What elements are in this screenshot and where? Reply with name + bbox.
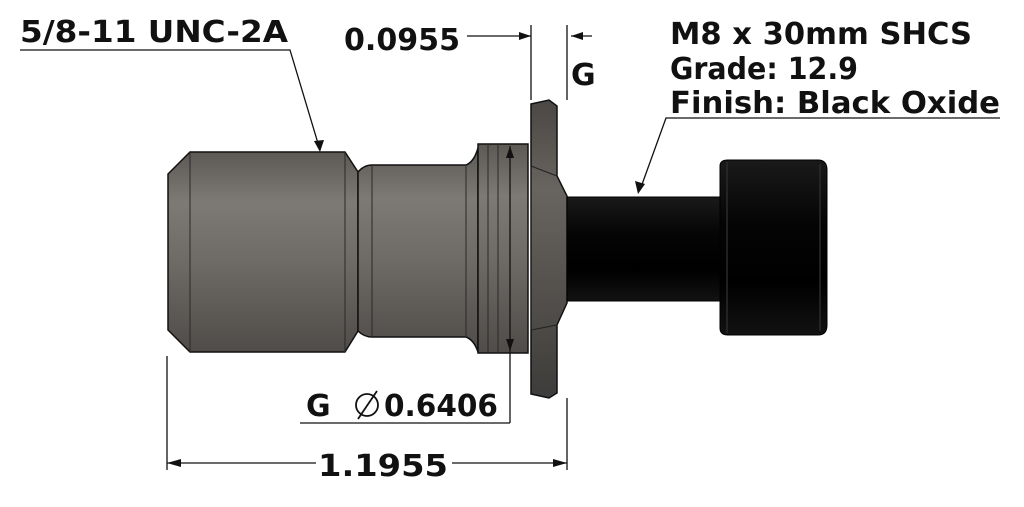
screw-note-line3: Finish: Black Oxide [670,86,1000,121]
neck-section [357,147,479,353]
screw-leader-arrow [635,181,645,194]
length-arrow-left [167,459,181,467]
diameter-symbol-icon [355,390,379,420]
screw-leader [639,117,1000,191]
screw-head [719,159,828,336]
annotations: 5/8-11 UNC-2A 0.0955 G M8 x 30mm SHCS Gr… [20,15,1000,484]
dimension-lines [20,25,1000,470]
flange-dim-arrow-left [519,32,531,40]
overall-length-dim: 1.1955 [318,449,448,484]
thread-leader-arrow [314,140,324,152]
flange-dim-arrow-right [571,32,583,40]
thread-leader [20,49,321,151]
flange-hex [530,99,568,399]
diameter-arrow-top [506,146,514,158]
cap-screw [566,159,828,336]
collar-section [477,143,529,354]
screw-note-line2: Grade: 12.9 [670,52,858,87]
threaded-section [167,151,359,353]
flange-thickness-dim: 0.0955 [344,23,460,58]
screw-shank [566,196,728,302]
diameter-datum-label: G [306,389,331,424]
diameter-value: 0.6406 [384,389,498,424]
flange-datum-label: G [571,58,596,93]
length-arrow-right [553,459,567,467]
pull-stud-part [167,99,568,399]
thread-callout: 5/8-11 UNC-2A [20,15,289,50]
screw-note-line1: M8 x 30mm SHCS [670,17,972,52]
diameter-arrow-bottom [506,339,514,351]
